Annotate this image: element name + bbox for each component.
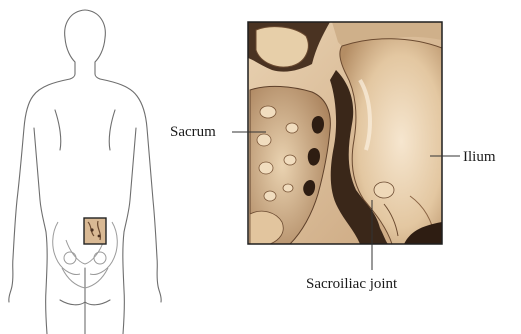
label-ilium: Ilium — [463, 148, 496, 166]
label-sacrum: Sacrum — [170, 123, 216, 141]
label-sacroiliac-joint: Sacroiliac joint — [306, 275, 397, 293]
